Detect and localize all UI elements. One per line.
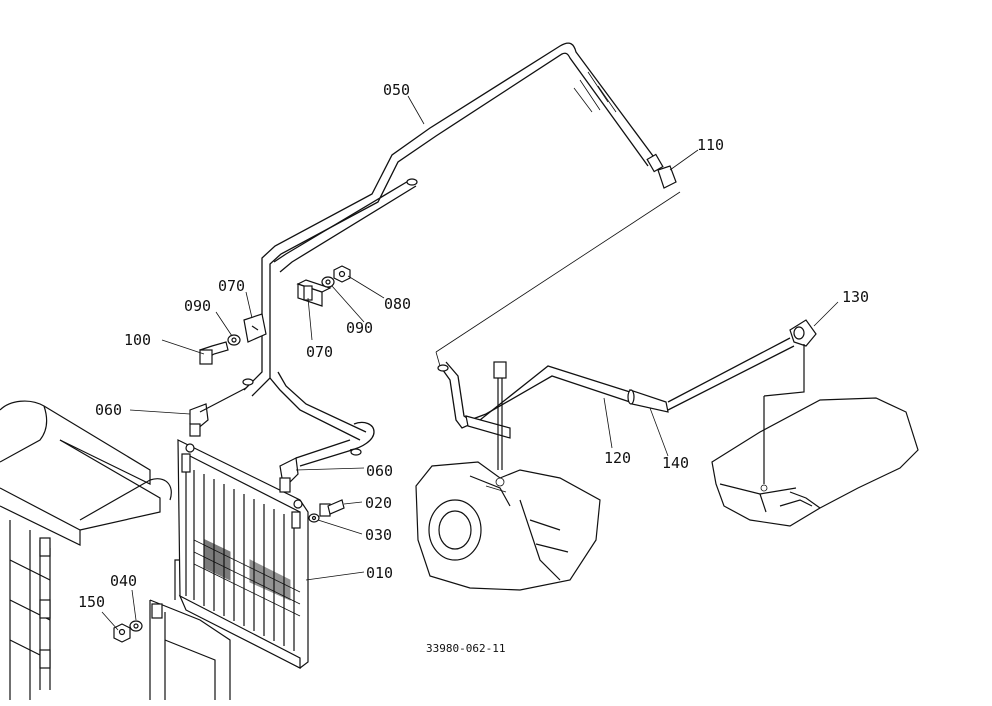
- label-060-lower: 060: [366, 462, 393, 480]
- label-090-right: 090: [346, 319, 373, 337]
- bolt-100: [199, 341, 229, 365]
- elbow-060-lower: [279, 457, 299, 493]
- label-150: 150: [78, 593, 105, 611]
- washer-030: [308, 513, 320, 523]
- label-100: 100: [124, 331, 151, 349]
- oil-cooler: [177, 439, 309, 669]
- label-080: 080: [384, 295, 411, 313]
- label-130: 130: [842, 288, 869, 306]
- label-040: 040: [110, 572, 137, 590]
- floor-plate: [711, 344, 919, 527]
- transmission-housing: [415, 461, 601, 591]
- clamp-070-left: [243, 313, 267, 343]
- washer-090-left: [227, 334, 241, 346]
- hose-140: [627, 389, 669, 413]
- washer-090-right: [321, 276, 335, 288]
- elbow-060-upper: [189, 387, 247, 437]
- washer-040: [129, 620, 143, 632]
- label-140: 140: [662, 454, 689, 472]
- leader-lines: [101, 95, 839, 631]
- label-120: 120: [604, 449, 631, 467]
- pipe-120: [437, 337, 795, 429]
- bolt-020: [319, 499, 345, 517]
- drawing-reference-code: 33980-062-11: [426, 642, 505, 655]
- connector-110: [646, 153, 677, 189]
- label-090-left: 090: [184, 297, 211, 315]
- label-060-upper: 060: [95, 401, 122, 419]
- label-070-right: 070: [306, 343, 333, 361]
- nut-080: [333, 265, 351, 283]
- label-070-left: 070: [218, 277, 245, 295]
- elbow-130: [789, 319, 817, 347]
- label-030: 030: [365, 526, 392, 544]
- bracket-tab: [151, 603, 163, 619]
- nut-150: [113, 623, 131, 643]
- label-110: 110: [697, 136, 724, 154]
- label-020: 020: [365, 494, 392, 512]
- pipe-bracket: [465, 361, 511, 487]
- label-050: 050: [383, 81, 410, 99]
- label-010: 010: [366, 564, 393, 582]
- clamp-070-right: [296, 279, 332, 307]
- pipe-050: [242, 42, 657, 467]
